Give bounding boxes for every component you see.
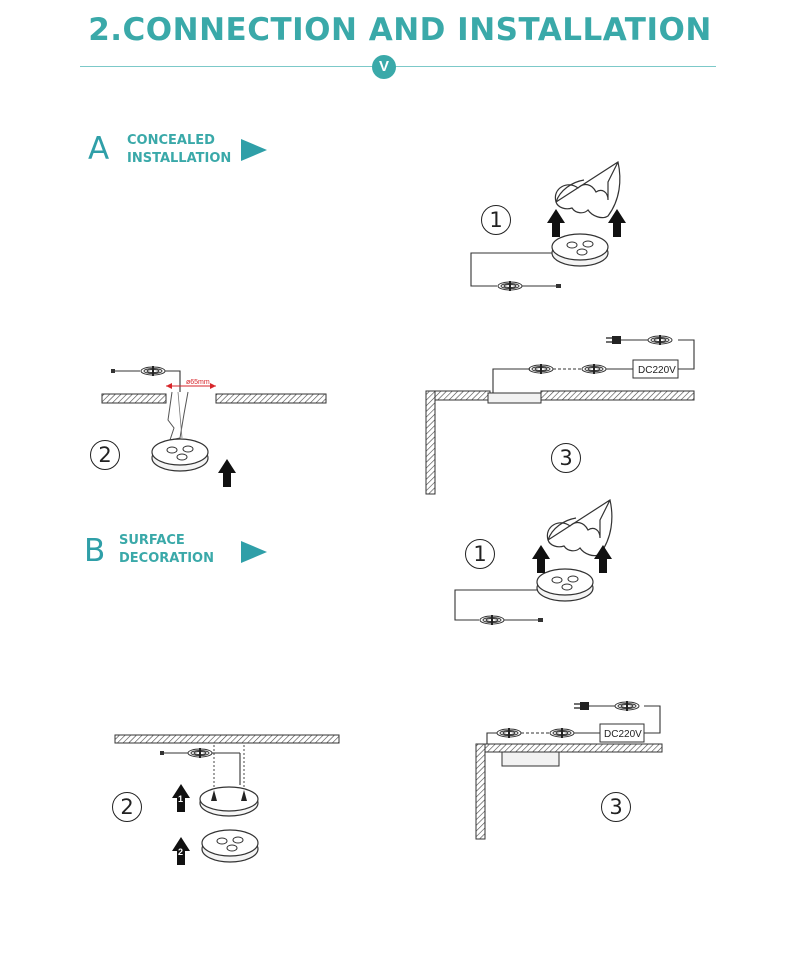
play-arrow-icon — [241, 541, 267, 563]
hole-diameter-label: ø65mm — [186, 379, 210, 386]
driver-label: DC220V — [604, 729, 642, 740]
cable-coil-icon — [549, 727, 575, 739]
arrow-step-2: 2 — [178, 847, 183, 857]
diagram-a3: DC220V — [425, 334, 695, 495]
cable-coil-icon — [140, 365, 166, 377]
cable-coil-icon — [528, 363, 554, 375]
chevron-down-icon: V — [372, 55, 396, 79]
section-a-line2: INSTALLATION — [127, 151, 232, 166]
step-number-b2: 2 — [112, 792, 142, 822]
section-b-line2: DECORATION — [119, 551, 214, 566]
section-a-heading: CONCEALED INSTALLATION — [127, 132, 231, 168]
diagram-a2: ø65mm — [101, 365, 327, 487]
diagram-a1 — [470, 161, 626, 292]
play-arrow-icon — [241, 139, 267, 161]
section-a-letter: A — [88, 131, 110, 167]
cable-coil-icon — [187, 747, 213, 759]
up-arrow-icon — [218, 459, 236, 487]
cable-coil-icon — [496, 727, 522, 739]
diagram-b2: 1 2 — [114, 734, 340, 865]
cable-coil-icon — [581, 363, 607, 375]
diagram-b3: DC220V — [475, 700, 663, 840]
up-arrow-icon — [532, 545, 550, 573]
title-divider — [80, 66, 716, 67]
step-number-a2: 2 — [90, 440, 120, 470]
section-a-line1: CONCEALED — [127, 133, 215, 148]
puck-light-icon — [551, 233, 609, 267]
driver-label: DC220V — [638, 365, 676, 376]
cable-coil-icon — [647, 334, 673, 346]
arrow-step-1: 1 — [178, 794, 183, 804]
cable-coil-icon — [497, 280, 523, 292]
puck-light-icon — [201, 829, 259, 863]
section-b-letter: B — [84, 533, 106, 569]
step-number-b3: 3 — [601, 792, 631, 822]
section-b-line1: SURFACE — [119, 533, 185, 548]
puck-light-icon — [536, 568, 594, 602]
step-number-a3: 3 — [551, 443, 581, 473]
diagram-b1 — [454, 499, 613, 626]
cable-coil-icon — [614, 700, 640, 712]
page-title: 2.CONNECTION AND INSTALLATION — [88, 12, 712, 48]
section-b-heading: SURFACE DECORATION — [119, 532, 214, 568]
puck-light-icon — [151, 438, 209, 472]
step-number-b1: 1 — [465, 539, 495, 569]
step-number-a1: 1 — [481, 205, 511, 235]
up-arrow-icon — [547, 209, 565, 237]
hand-icon — [554, 161, 621, 219]
cable-coil-icon — [479, 614, 505, 626]
